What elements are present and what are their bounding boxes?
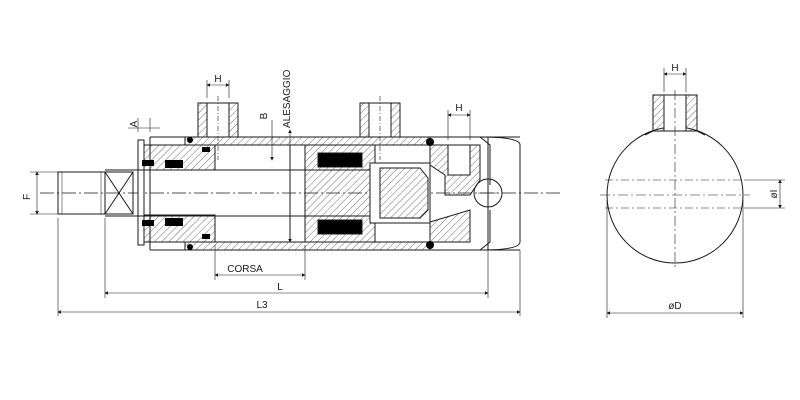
port-rear	[359, 96, 401, 160]
label-corsa: CORSA	[227, 264, 263, 275]
cylinder-end-view	[600, 90, 750, 270]
label-a: A	[129, 120, 140, 127]
rod-thread-end	[57, 171, 134, 215]
label-h-side: H	[671, 63, 678, 74]
label-l: L	[277, 282, 283, 293]
piston	[300, 144, 431, 243]
label-alesaggio: ALESAGGIO	[282, 69, 293, 128]
rear-cap	[429, 144, 481, 243]
label-b: B	[259, 112, 270, 119]
pin-hole	[473, 178, 503, 208]
label-h-left: H	[214, 74, 221, 85]
dimension-labels: H H A B ALESAGGIO F CORSA L L3 H øD øI	[22, 63, 780, 312]
gland-head	[137, 137, 216, 250]
label-h-right: H	[455, 103, 462, 114]
end-view-dimensions	[606, 68, 785, 318]
label-od: øD	[668, 301, 681, 312]
cylinder-section-view	[40, 96, 560, 251]
label-l3: L3	[256, 300, 268, 311]
seals	[142, 137, 434, 250]
port-front	[197, 96, 239, 160]
dimensions	[30, 80, 521, 316]
label-f: F	[22, 194, 33, 200]
label-oi: øI	[769, 190, 780, 199]
